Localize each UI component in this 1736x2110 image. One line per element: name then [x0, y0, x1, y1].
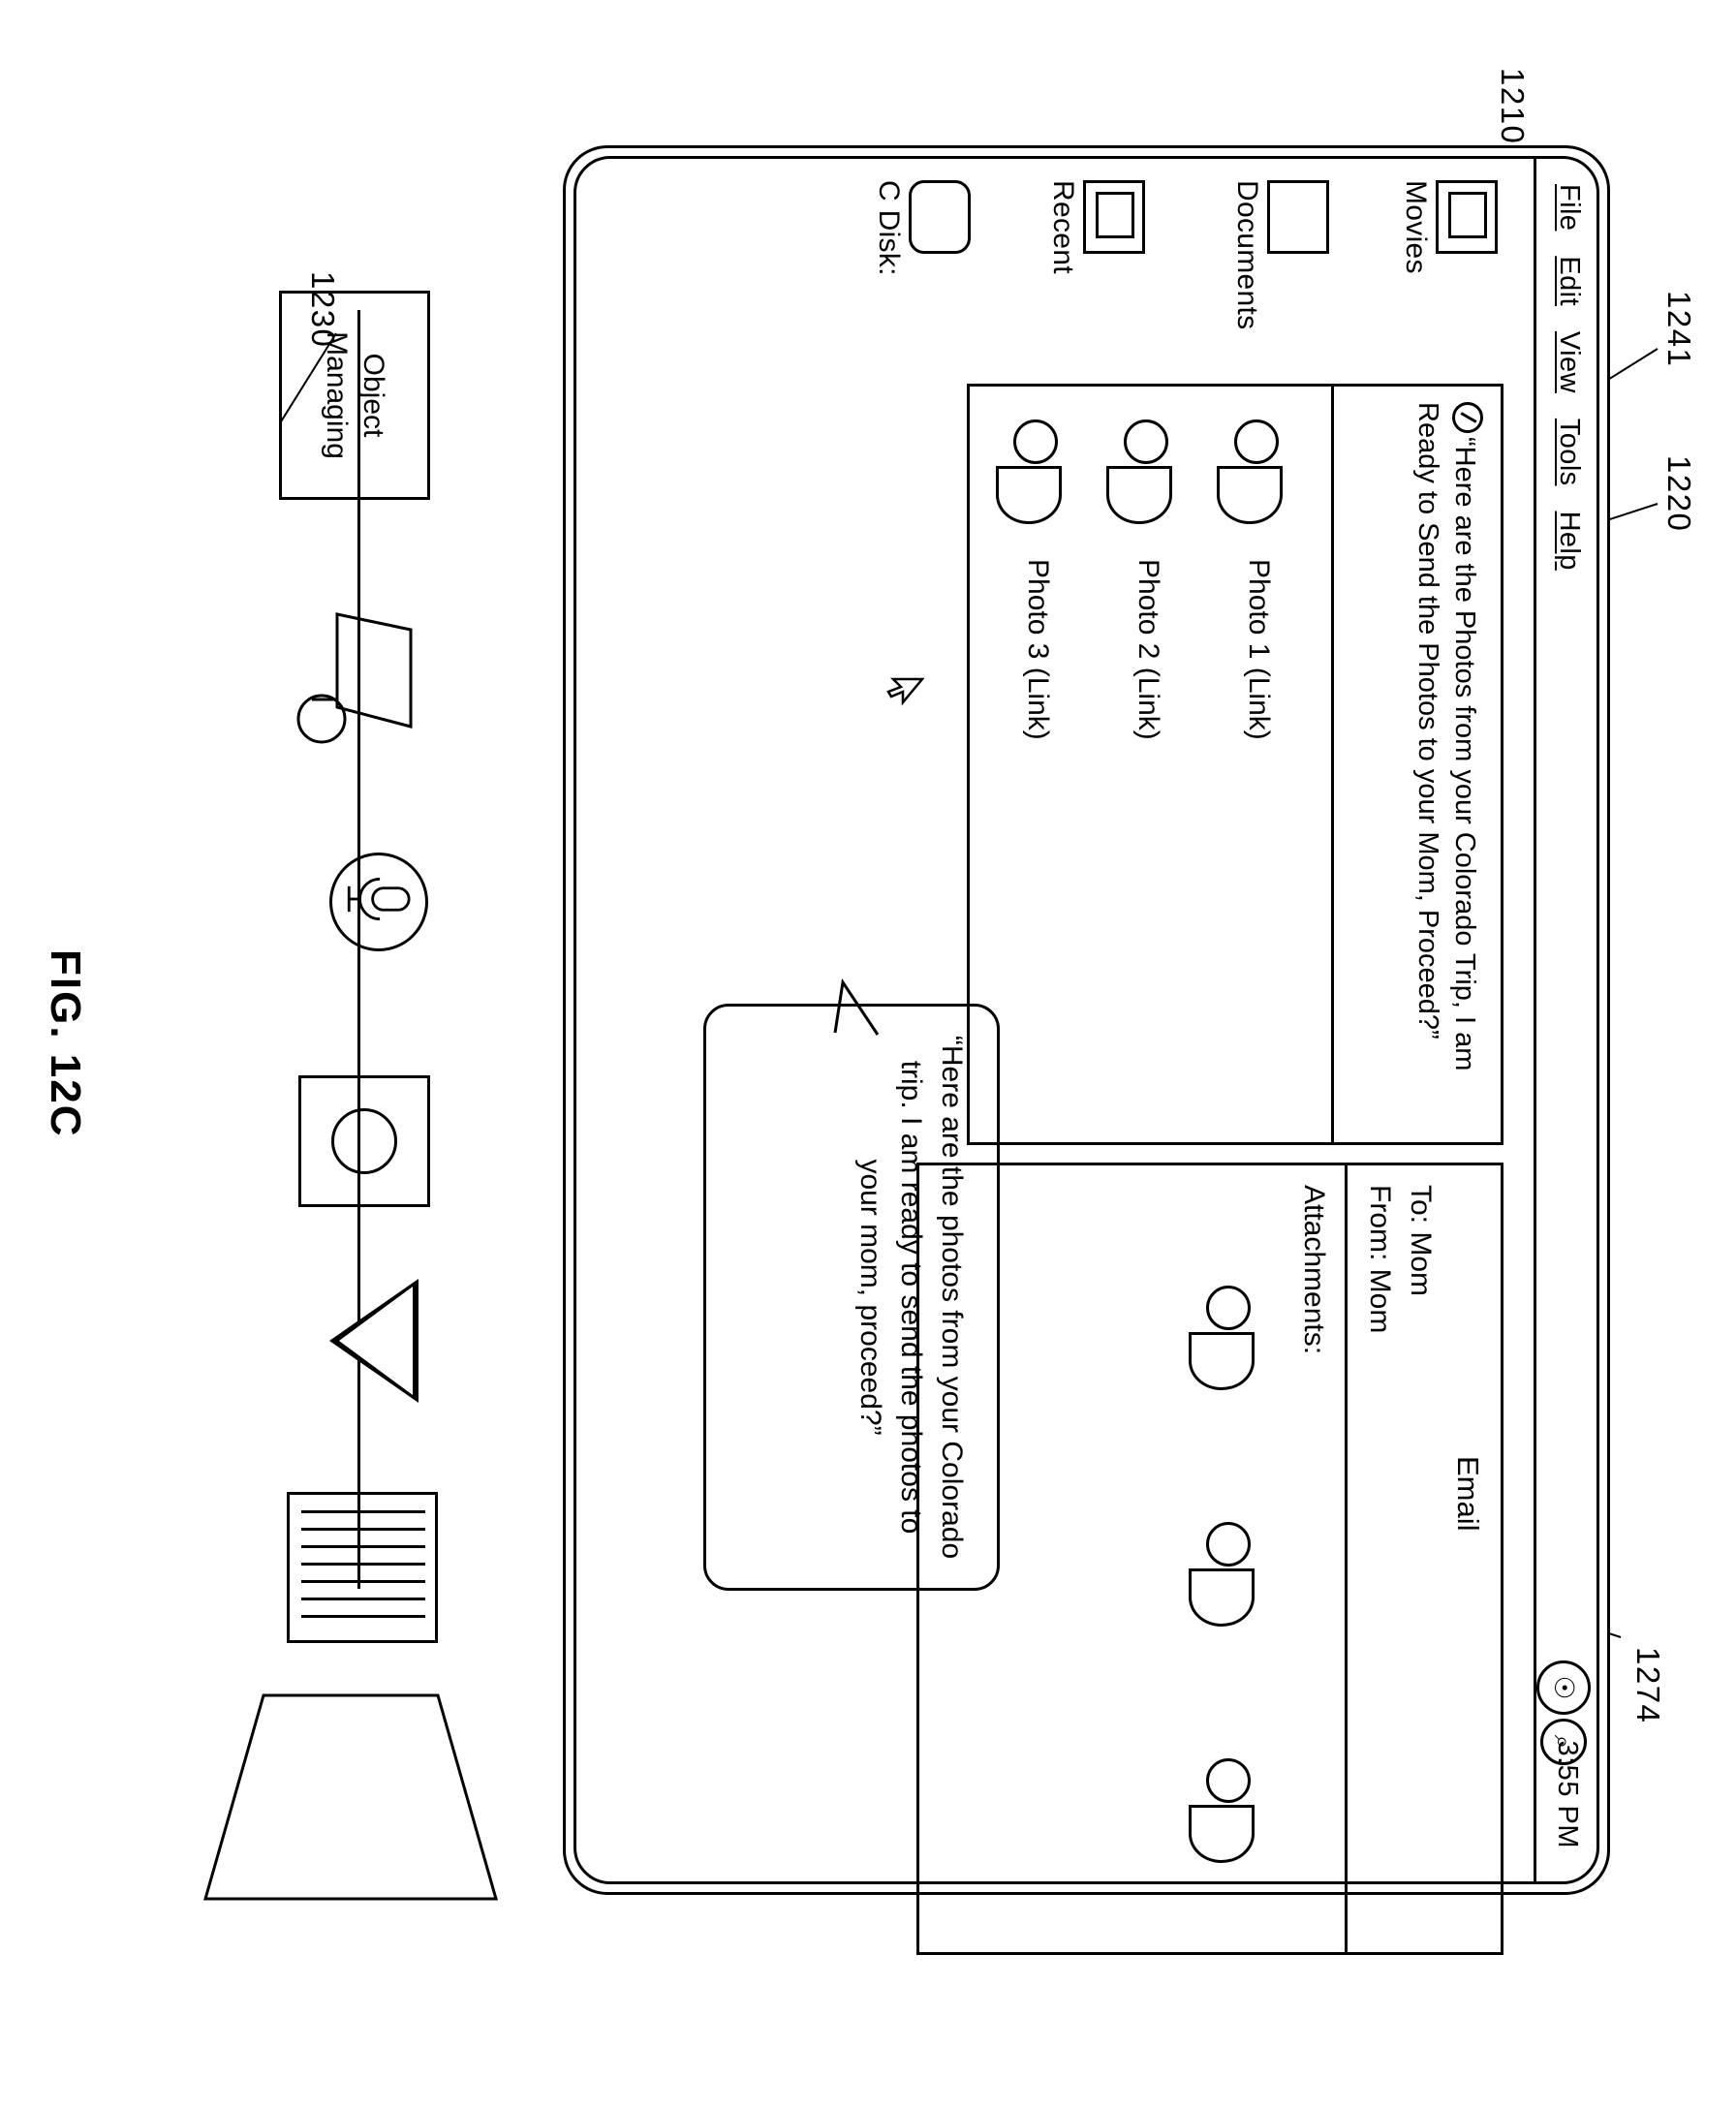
person-head-shape — [1234, 419, 1279, 464]
cursor-pointer-icon — [885, 677, 924, 706]
agent-message-row: “Here are the Photos from your Colorado … — [1410, 402, 1487, 1123]
object-managing-label: Object Managing — [318, 294, 391, 497]
photo-thumbnail[interactable] — [1191, 1754, 1258, 1869]
sidebar: Movies Documents Recent C Disk: — [576, 159, 1536, 360]
sidebar-item-c-disk[interactable]: C Disk: — [829, 180, 975, 345]
ref-numeral-1274: 1274 — [1629, 1647, 1666, 1723]
bars-node-icon — [287, 1492, 438, 1643]
speech-bubble: “Here are the photos from your Colorado … — [703, 1004, 1000, 1591]
file-name[interactable]: Photo 1 (Link) — [1242, 559, 1275, 740]
flow-diagram: Object Managing — [79, 145, 544, 1889]
email-attachment-thumbs — [1191, 1282, 1258, 1869]
person-head-shape — [1013, 419, 1058, 464]
person-head-shape — [1206, 1758, 1251, 1803]
agent-avatar-icon — [1452, 402, 1483, 433]
movies-icon — [1436, 180, 1498, 254]
microphone-node-icon — [329, 853, 428, 951]
person-head-shape — [1206, 1522, 1251, 1567]
speech-bubble-tail — [825, 978, 884, 1037]
photo-thumbnail[interactable] — [1191, 1282, 1258, 1396]
figure-label: FIG. 12C — [41, 949, 89, 1138]
sidebar-item-documents[interactable]: Documents — [1188, 180, 1333, 345]
menu-item-file[interactable]: File — [1553, 184, 1585, 231]
file-name[interactable]: Photo 2 (Link) — [1132, 559, 1164, 740]
camera-node-icon — [298, 1075, 430, 1207]
photo-thumbnail — [1108, 416, 1176, 530]
object-managing-box: Object Managing — [279, 291, 430, 500]
list-item[interactable]: Photo 1 (Link) — [1203, 387, 1304, 1142]
sidebar-item-label: Documents — [1230, 180, 1263, 329]
microphone-glyph: ☉ — [1550, 1675, 1577, 1699]
clock: 3:55 PM — [1551, 1741, 1583, 1849]
sidebar-item-label: Movies — [1399, 180, 1432, 274]
person-head-shape — [1206, 1286, 1251, 1330]
menu-items: File Edit View Tools Help — [1553, 184, 1585, 571]
menu-item-help[interactable]: Help — [1553, 512, 1585, 571]
menu-item-view[interactable]: View — [1553, 331, 1585, 393]
person-body-shape — [1189, 1332, 1255, 1390]
documents-folder-icon — [1267, 180, 1329, 254]
email-to-field: To: Mom — [1404, 1185, 1437, 1296]
person-body-shape — [1106, 466, 1172, 524]
file-list-panel: “Here are the Photos from your Colorado … — [967, 384, 1504, 1145]
sidebar-item-movies[interactable]: Movies — [1356, 180, 1502, 345]
menu-item-edit[interactable]: Edit — [1553, 256, 1585, 306]
display-wedge-shape — [196, 1657, 506, 1908]
ref-numeral-1210: 1210 — [1494, 68, 1531, 144]
microphone-icon[interactable]: ☉ — [1536, 1660, 1591, 1715]
file-rows: Photo 1 (Link) Photo 2 (Link) — [970, 387, 1334, 1142]
ref-numeral-1241: 1241 — [1660, 291, 1697, 367]
email-panel: Email To: Mom From: Mom Attachments: — [916, 1163, 1504, 1955]
photo-thumbnail — [1219, 416, 1286, 530]
person-body-shape — [996, 466, 1062, 524]
document-icon — [285, 610, 430, 756]
person-head-shape — [1124, 419, 1168, 464]
photo-thumbnail — [998, 416, 1066, 530]
ref-numeral-1220: 1220 — [1660, 455, 1697, 532]
agent-message-text: “Here are the Photos from your Colorado … — [1412, 402, 1480, 1071]
file-name[interactable]: Photo 3 (Link) — [1021, 559, 1054, 740]
email-attachments-label: Attachments: — [1297, 1185, 1330, 1354]
sidebar-item-label: C Disk: — [872, 180, 905, 276]
speaker-node-icon — [329, 1279, 418, 1403]
speech-bubble-text: “Here are the photos from your Colorado … — [850, 1032, 972, 1563]
sidebar-item-label: Recent — [1046, 180, 1079, 274]
email-from-field: From: Mom — [1363, 1185, 1396, 1333]
disk-icon — [909, 180, 971, 254]
person-body-shape — [1189, 1805, 1255, 1863]
sidebar-item-recent[interactable]: Recent — [1004, 180, 1149, 345]
person-body-shape — [1217, 466, 1283, 524]
email-panel-title: Email — [1450, 1456, 1485, 1532]
recent-folder-icon — [1083, 180, 1145, 254]
person-body-shape — [1189, 1568, 1255, 1627]
menu-item-tools[interactable]: Tools — [1553, 419, 1585, 486]
menu-bar: File Edit View Tools Help ☉ ⌕ 3:55 PM — [1534, 159, 1596, 1881]
list-item[interactable]: Photo 2 (Link) — [1093, 387, 1194, 1142]
email-divider — [1345, 1165, 1348, 1952]
photo-thumbnail[interactable] — [1191, 1518, 1258, 1632]
